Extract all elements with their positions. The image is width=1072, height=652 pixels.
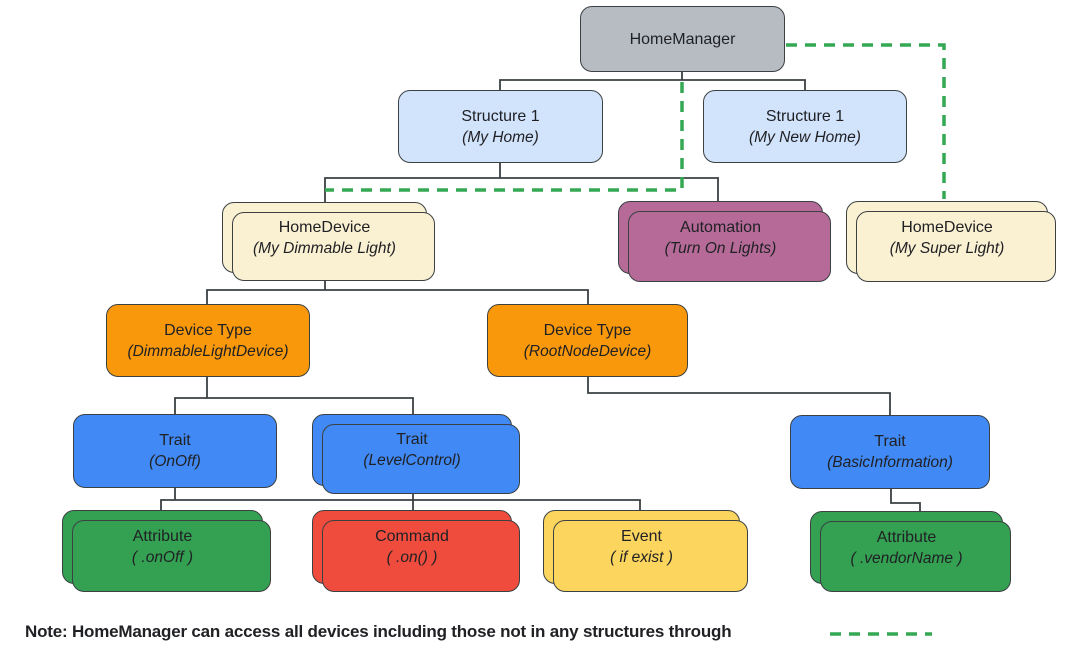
node-sublabel: ( .onOff ) <box>131 549 194 566</box>
node-devicetype-dimmablelightdevice: Device Type (DimmableLightDevice) <box>106 304 310 377</box>
node-sublabel: (DimmableLightDevice) <box>127 342 289 360</box>
node-attribute-vendorname: Attribute ( .vendorName ) <box>810 511 1011 592</box>
node-label: Device Type <box>543 321 632 339</box>
node-homemanager: HomeManager <box>580 6 785 72</box>
node-label: Attribute <box>876 528 937 546</box>
node-label: HomeManager <box>629 30 736 48</box>
node-label: Attribute <box>132 528 193 545</box>
node-sublabel: (OnOff) <box>149 453 201 470</box>
node-sublabel: (My New Home) <box>749 128 861 146</box>
node-trait-basicinformation: Trait (BasicInformation) <box>790 415 990 489</box>
node-label: Trait <box>874 433 906 450</box>
node-sublabel: ( if exist ) <box>610 549 673 566</box>
node-label: Trait <box>159 432 191 449</box>
connector-devicetype1-traits <box>174 377 414 414</box>
node-label: Structure 1 <box>765 107 845 125</box>
node-devicetype-rootnodedevice: Device Type (RootNodeDevice) <box>487 304 688 377</box>
node-sublabel: (My Home) <box>462 128 539 146</box>
node-sublabel: (RootNodeDevice) <box>523 342 652 360</box>
note-text: Note: HomeManager can access all devices… <box>25 622 732 641</box>
node-sublabel: (BasicInformation) <box>827 454 953 471</box>
node-homedevice-my-super-light: HomeDevice (My Super Light) <box>846 201 1056 282</box>
node-label: HomeDevice <box>278 218 371 236</box>
node-label: Trait <box>396 431 428 448</box>
node-structure1-my-home: Structure 1 (My Home) <box>398 90 603 163</box>
node-trait-onoff: Trait (OnOff) <box>73 414 277 488</box>
node-sublabel: (LevelControl) <box>363 452 461 469</box>
node-sublabel: (My Super Light) <box>889 239 1005 257</box>
node-attribute-onoff: Attribute ( .onOff ) <box>62 510 271 592</box>
node-label: Structure 1 <box>461 107 540 125</box>
node-structure1-my-new-home: Structure 1 (My New Home) <box>703 90 907 163</box>
connector-basicinformation-attribute <box>890 489 921 511</box>
node-label: Device Type <box>164 321 252 339</box>
node-event-if-exist: Event ( if exist ) <box>543 510 748 592</box>
node-sublabel: ( .on() ) <box>386 549 438 566</box>
node-command-on: Command ( .on() ) <box>312 510 520 592</box>
node-sublabel: (Turn On Lights) <box>664 239 777 257</box>
node-label: HomeDevice <box>901 218 993 236</box>
node-label: Command <box>375 528 449 545</box>
node-automation-turn-on-lights: Automation (Turn On Lights) <box>618 201 831 282</box>
node-trait-levelcontrol: Trait (LevelControl) <box>312 414 520 494</box>
connector-structure1-children <box>324 163 719 202</box>
dashed-access-path-dimmable-light <box>325 82 684 192</box>
node-sublabel: ( .vendorName ) <box>850 549 963 567</box>
node-sublabel: (My Dimmable Light) <box>253 239 396 257</box>
connector-devicetype2-trait <box>587 377 891 415</box>
node-homedevice-my-dimmable-light: HomeDevice (My Dimmable Light) <box>222 202 435 281</box>
connector-homemanager-structures <box>499 72 806 90</box>
node-label: Automation <box>680 218 761 236</box>
dashed-access-path-super-light <box>786 43 946 199</box>
node-label: Event <box>621 528 662 545</box>
